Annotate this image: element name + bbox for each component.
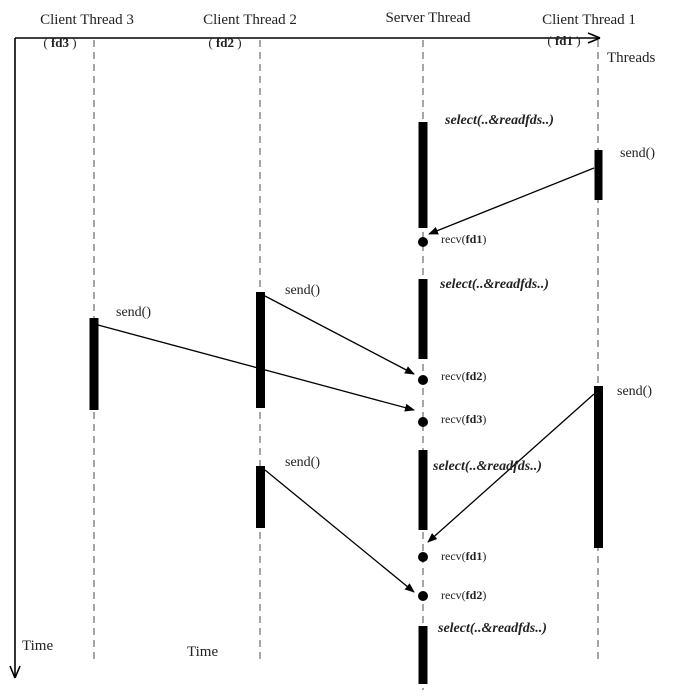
message-arrow-client1-fd1-b bbox=[427, 393, 595, 543]
send-label-client1-b: send() bbox=[617, 384, 652, 399]
recv-label-5: recv(fd2) bbox=[441, 588, 486, 602]
message-arrow-client2-fd2-a bbox=[264, 295, 415, 375]
client1-send-bar-2 bbox=[594, 386, 603, 548]
client2-send-bar-1 bbox=[256, 292, 265, 408]
recv-dot-3 bbox=[418, 417, 428, 427]
message-arrow-client1-fd1-a bbox=[428, 167, 595, 235]
send-label-client2-a: send() bbox=[285, 283, 320, 298]
recv-dot-2 bbox=[418, 375, 428, 385]
threads-axis-arrow-icon bbox=[587, 32, 601, 44]
client3-send-bar-1 bbox=[89, 318, 99, 410]
send-label-client1-a: send() bbox=[620, 146, 655, 161]
header-client1: Client Thread 1 bbox=[542, 12, 636, 28]
select-label-3: select(..&readfds..) bbox=[432, 459, 542, 474]
recv-dot-4 bbox=[418, 552, 428, 562]
client2-send-bar-2 bbox=[256, 466, 265, 528]
message-arrow-client2-fd2-b bbox=[264, 469, 415, 593]
time-axis-label: Time bbox=[22, 638, 53, 654]
server-select-bar-1 bbox=[418, 122, 428, 228]
header-client3-fd: ( fd3 ) bbox=[43, 35, 76, 50]
header-client1-fd: ( fd1 ) bbox=[547, 33, 580, 48]
send-label-client2-b: send() bbox=[285, 455, 320, 470]
message-arrow-client3-fd3 bbox=[97, 324, 415, 412]
time-label-2: Time bbox=[187, 644, 218, 660]
threads-axis-label: Threads bbox=[607, 50, 655, 66]
recv-label-2: recv(fd2) bbox=[441, 369, 486, 383]
client1-send-bar-1 bbox=[594, 150, 603, 200]
recv-dot-1 bbox=[418, 237, 428, 247]
header-client3: Client Thread 3 bbox=[40, 12, 134, 28]
recv-label-4: recv(fd1) bbox=[441, 549, 486, 563]
select-label-4: select(..&readfds..) bbox=[437, 621, 547, 636]
server-select-bar-3 bbox=[418, 450, 428, 530]
send-label-client3: send() bbox=[116, 305, 151, 320]
header-client2-fd: ( fd2 ) bbox=[208, 35, 241, 50]
recv-label-1: recv(fd1) bbox=[441, 232, 486, 246]
time-axis-arrow-icon bbox=[9, 665, 21, 679]
select-label-2: select(..&readfds..) bbox=[439, 277, 549, 292]
recv-label-3: recv(fd3) bbox=[441, 412, 486, 426]
recv-dot-5 bbox=[418, 591, 428, 601]
server-select-bar-4 bbox=[418, 626, 428, 684]
header-client2: Client Thread 2 bbox=[203, 12, 297, 28]
header-server: Server Thread bbox=[385, 10, 471, 26]
select-label-1: select(..&readfds..) bbox=[444, 113, 554, 128]
server-select-bar-2 bbox=[418, 279, 428, 359]
